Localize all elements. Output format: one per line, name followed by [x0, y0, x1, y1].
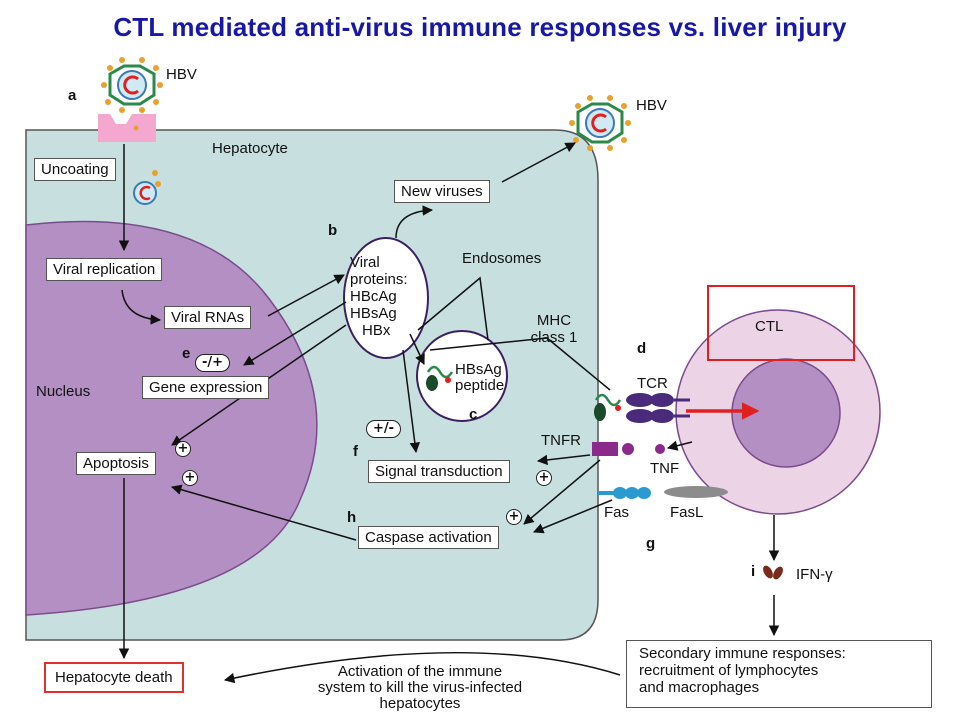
hbv-virus-icon [101, 57, 163, 113]
letter-h: h [347, 509, 357, 526]
ctl-highlight-box [707, 285, 855, 361]
endosome-c [416, 330, 508, 422]
hbsag-peptide-line-1: HBsAg [455, 361, 502, 378]
letter-f: f [353, 443, 358, 460]
letter-a: a [68, 87, 77, 104]
activation-line-3: hepatocytes [379, 695, 461, 712]
hbv-right-label: HBV [636, 97, 667, 114]
letter-i: i [751, 563, 756, 580]
hbv-top-label: HBV [166, 66, 197, 83]
receptor-icon [98, 114, 156, 142]
fas-receptor-icon [598, 487, 651, 499]
activation-line-2: system to kill the virus-infected [317, 679, 523, 696]
letter-e: e [182, 345, 191, 362]
tnfr-receptor-icon [592, 442, 634, 456]
plus-apoptosis-1: + [175, 441, 191, 457]
plus-apoptosis-2: + [182, 470, 198, 486]
tcr-label: TCR [637, 375, 668, 392]
viral-rnas-box: Viral RNAs [164, 306, 252, 329]
mhc-label-line-1: MHC [536, 312, 572, 329]
plus-caspase: + [506, 509, 522, 525]
hepatocyte-death-box: Hepatocyte death [44, 662, 184, 693]
hepatocyte-label: Hepatocyte [212, 140, 288, 157]
plus-minus-badge: +/- [366, 420, 402, 438]
secondary-line-2: recruitment of lymphocytes [639, 662, 819, 679]
secondary-line-3: and macrophages [639, 679, 760, 696]
fasl-ligand-icon [664, 486, 728, 498]
ctl-nucleus [731, 358, 841, 468]
signal-transduction-box: Signal transduction [368, 460, 510, 483]
capsid-icon [133, 170, 161, 205]
secondary-responses-box: Secondary immune responses: recruitment … [626, 640, 932, 708]
apoptosis-box: Apoptosis [76, 452, 156, 475]
uncoating-box: Uncoating [34, 158, 116, 181]
tnf-ligand-icon [655, 444, 665, 454]
gene-expression-box: Gene expression [142, 376, 270, 399]
pathway-arrows [118, 142, 780, 684]
tnf-label: TNF [650, 460, 680, 477]
viral-proteins-line-2: proteins: [350, 271, 408, 288]
fasl-label: FasL [670, 504, 704, 521]
tcr-receptor-icon [594, 393, 690, 423]
new-viruses-box: New viruses [394, 180, 490, 203]
hbsag-peptide-line-2: peptide [455, 377, 505, 394]
viral-proteins-line-4: HBsAg [350, 305, 397, 322]
viral-proteins-vesicle [343, 237, 429, 359]
viral-proteins-line-3: HBcAg [350, 288, 397, 305]
viral-replication-box: Viral replication [46, 258, 163, 281]
ifn-gamma-icon [763, 565, 783, 580]
ctl-label: CTL [755, 318, 784, 335]
endosomes-label: Endosomes [462, 250, 542, 267]
nucleus-label: Nucleus [36, 383, 91, 400]
letter-b: b [328, 222, 338, 239]
activation-line-1: Activation of the immune [337, 663, 503, 680]
page-title: CTL mediated anti-virus immune responses… [113, 12, 847, 42]
letter-d: d [637, 340, 647, 357]
tnfr-label: TNFR [541, 432, 581, 449]
caspase-activation-box: Caspase activation [358, 526, 499, 549]
letter-c: c [469, 406, 478, 423]
secondary-line-1: Secondary immune responses: [639, 645, 846, 662]
mhc-label-line-2: class 1 [530, 329, 578, 346]
viral-proteins-line-1: Viral [350, 254, 380, 271]
minus-plus-badge: -/+ [195, 354, 231, 372]
mhc-peptide-icon [426, 365, 454, 391]
viral-proteins-line-5: HBx [362, 322, 391, 339]
plus-signal: + [536, 470, 552, 486]
letter-g: g [646, 535, 656, 552]
fas-label: Fas [604, 504, 630, 521]
ifn-gamma-label: IFN-γ [796, 566, 833, 583]
hbv-virus-icon [569, 95, 631, 151]
